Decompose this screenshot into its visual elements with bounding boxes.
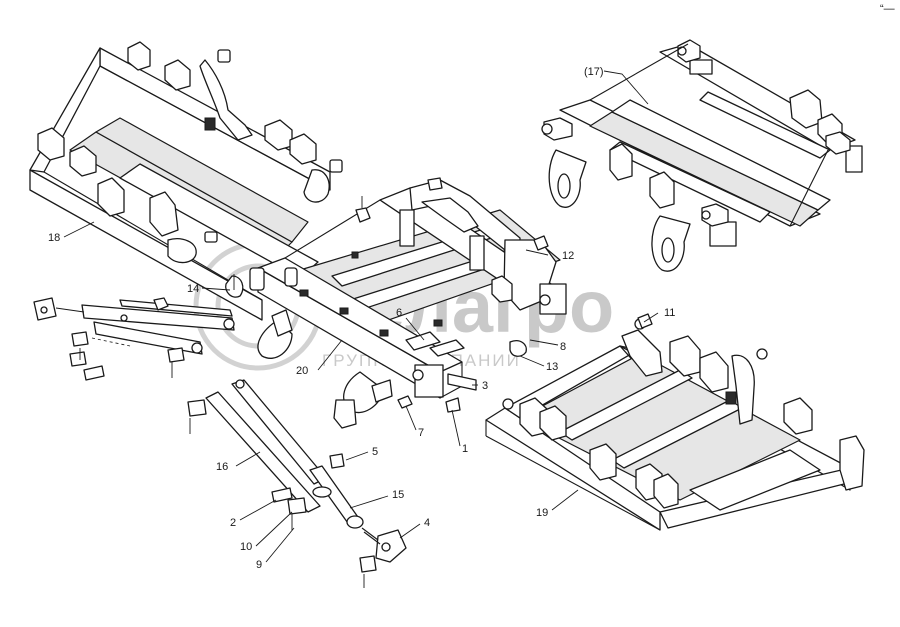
callout-10: 10 [240,541,252,553]
callout-17: (17) [584,66,604,78]
callout-5: 5 [372,446,378,458]
center-frame-20 [249,179,567,429]
frame-19 [485,318,865,531]
callout-1: 1 [462,443,468,455]
callout-19: 19 [536,507,548,519]
hardware [69,177,653,588]
callout-12: 12 [562,250,574,262]
callout-9: 9 [256,559,262,571]
corner-mark: “— [880,3,895,15]
turnbuckle-4 [361,527,407,563]
frame-18 [29,41,343,321]
callout-3: 3 [482,380,488,392]
callout-11: 11 [664,307,675,319]
callout-7: 7 [418,427,424,439]
callout-15: 15 [392,489,404,501]
callouts: 18 (17) 14 20 6 12 8 13 11 3 1 7 5 16 15… [48,66,675,571]
callout-20: 20 [296,365,308,377]
link-bars-upper [33,297,235,355]
callout-14: 14 [187,283,199,295]
callout-18: 18 [48,232,60,244]
frame-17 [541,39,863,272]
link-rods-lower [205,379,364,529]
leader-lines [63,70,659,563]
callout-16: 16 [216,461,228,473]
callout-13: 13 [546,361,558,373]
callout-8: 8 [560,341,566,353]
callout-6: 6 [396,307,402,319]
callout-4: 4 [424,517,430,529]
callout-2: 2 [230,517,236,529]
